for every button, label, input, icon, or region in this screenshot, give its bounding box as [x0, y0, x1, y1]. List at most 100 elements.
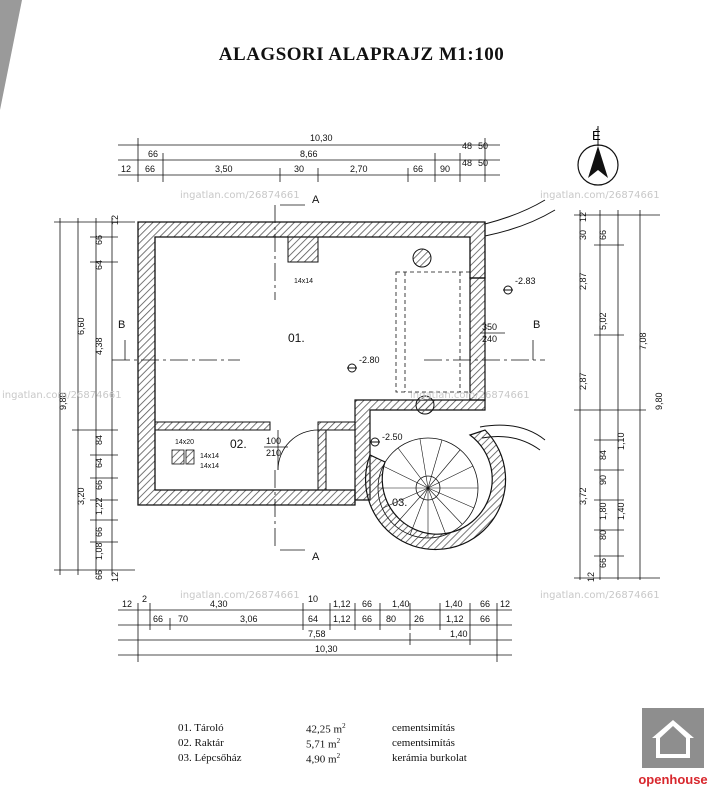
- level-label: -2.83: [515, 276, 536, 286]
- level-marker-icon: [370, 437, 380, 447]
- dim-label: 66: [94, 527, 104, 537]
- house-logo-icon: [642, 708, 704, 768]
- dim-label: 1,12: [446, 614, 464, 624]
- column-labels: 14x14 14x20 14x14 14x14: [175, 278, 313, 470]
- dim-label: 3,72: [578, 487, 588, 505]
- column-label: 14x14: [200, 453, 219, 460]
- dim-label: 66: [94, 570, 104, 580]
- dim-label: 66: [148, 149, 158, 159]
- dim-label: 9,80: [58, 392, 68, 410]
- dim-label: 1,10: [616, 432, 626, 450]
- legend-row: 03. Lépcsőház 4,90 m2 kerámia burkolat: [172, 752, 512, 767]
- room-dim: 210: [266, 448, 281, 458]
- openhouse-logo[interactable]: openhouse: [638, 708, 710, 788]
- dim-label: 90: [598, 475, 608, 485]
- legend-room-area: 4,90 m2: [306, 752, 341, 766]
- dim-label: 1,40: [445, 599, 463, 609]
- dim-label: 1,08: [94, 542, 104, 560]
- room-label: 02.: [230, 437, 247, 451]
- dim-label: 66: [598, 230, 608, 240]
- dim-label: 3,20: [76, 487, 86, 505]
- level-labels: -2.83 -2.80 -2.50: [359, 276, 536, 442]
- dim-label: 12: [110, 215, 120, 225]
- dim-label: 12: [578, 212, 588, 222]
- room-label: 01.: [288, 331, 305, 345]
- page-title: ALAGSORI ALAPRAJZ M1:100: [218, 44, 505, 65]
- legend-room-finish: cementsimítás: [392, 722, 455, 734]
- bottom-dimension-labels: 12 2 4,30 10 1,12 66 1,40 1,40 66 12 66 …: [122, 594, 510, 654]
- exterior-walls: [479, 199, 556, 451]
- dim-label: 12: [586, 572, 596, 582]
- level-markers: [347, 285, 513, 447]
- watermark: ingatlan.com/26874661: [180, 190, 300, 201]
- column-label: 14x14: [294, 278, 313, 285]
- dim-label: 1,40: [450, 629, 468, 639]
- legend-room-name: 01. Tároló: [178, 722, 224, 734]
- dim-label: 6,60: [76, 317, 86, 335]
- level-marker-icon: [347, 363, 357, 373]
- level-label: -2.80: [359, 355, 380, 365]
- watermark: ingatlan.com/26874661: [540, 590, 660, 601]
- legend-room-finish: kerámia burkolat: [392, 752, 467, 764]
- dim-label: 5,02: [598, 312, 608, 330]
- dim-label: 30: [578, 230, 588, 240]
- dim-label: 8,66: [300, 149, 318, 159]
- dim-label: 9,80: [654, 392, 664, 410]
- dim-label: 66: [480, 599, 490, 609]
- room-dim: 350: [482, 322, 497, 332]
- legend-room-name: 03. Lépcsőház: [178, 752, 242, 764]
- dim-label: 66: [153, 614, 163, 624]
- dim-label: 26: [414, 614, 424, 624]
- dashed-outline: [395, 271, 471, 393]
- dim-label: 2,87: [578, 272, 588, 290]
- dim-label: 2: [142, 594, 147, 604]
- dim-label: 66: [94, 480, 104, 490]
- logo-text: openhouse: [638, 772, 708, 787]
- dim-label: 3,50: [215, 164, 233, 174]
- watermark: ingatlan.com/26874661: [2, 390, 122, 401]
- dim-label: 48: [462, 158, 472, 168]
- bottom-dimension-lines: [118, 603, 512, 662]
- dim-label: 12: [110, 572, 120, 582]
- dim-label: 80: [598, 530, 608, 540]
- legend-row: 02. Raktár 5,71 m2 cementsimítás: [172, 737, 512, 752]
- dim-label: 64: [308, 614, 318, 624]
- top-dimension-labels: 10,30 66 8,66 48 50 12 66 3,50 30 2,70 6…: [121, 133, 488, 174]
- dim-label: 66: [362, 614, 372, 624]
- legend-row: 01. Tároló 42,25 m2 cementsimítás: [172, 722, 512, 737]
- section-mark-b-right: B: [533, 319, 540, 331]
- dim-label: 50: [478, 158, 488, 168]
- dim-label: 66: [94, 235, 104, 245]
- dim-label: 66: [480, 614, 490, 624]
- spiral-staircase: [364, 248, 507, 551]
- room-dim: 100: [266, 436, 281, 446]
- level-label: -2.50: [382, 432, 403, 442]
- section-lines: [112, 204, 545, 551]
- dim-label: 7,58: [308, 629, 326, 639]
- dim-label: 1,22: [94, 497, 104, 515]
- legend-room-name: 02. Raktár: [178, 737, 224, 749]
- section-mark-a-bottom: A: [312, 551, 320, 563]
- dim-label: 10: [308, 594, 318, 604]
- dim-label: 1,12: [333, 614, 351, 624]
- legend-room-finish: cementsimítás: [392, 737, 455, 749]
- section-mark-a-top: A: [312, 194, 320, 206]
- dim-label: 30: [294, 164, 304, 174]
- left-dimension-labels: 9,80 6,60 3,20 66 64 4,38 84 64 66 1,22 …: [58, 215, 120, 582]
- level-marker-icon: [503, 285, 513, 295]
- room-dim: 240: [482, 334, 497, 344]
- dim-label: 64: [94, 260, 104, 270]
- dim-label: 10,30: [310, 133, 333, 143]
- dim-label: 1,40: [616, 502, 626, 520]
- watermark: ingatlan.com/26874661: [540, 190, 660, 201]
- column-label: 14x20: [175, 439, 194, 446]
- dim-label: 4,30: [210, 599, 228, 609]
- watermark: ingatlan.com/26874661: [410, 390, 530, 401]
- top-dimension-lines: [118, 138, 500, 182]
- door-swing: [277, 429, 319, 471]
- dim-label: 12: [121, 164, 131, 174]
- dim-label: 84: [94, 435, 104, 445]
- dim-label: 48: [462, 141, 472, 151]
- north-label: É: [592, 128, 601, 143]
